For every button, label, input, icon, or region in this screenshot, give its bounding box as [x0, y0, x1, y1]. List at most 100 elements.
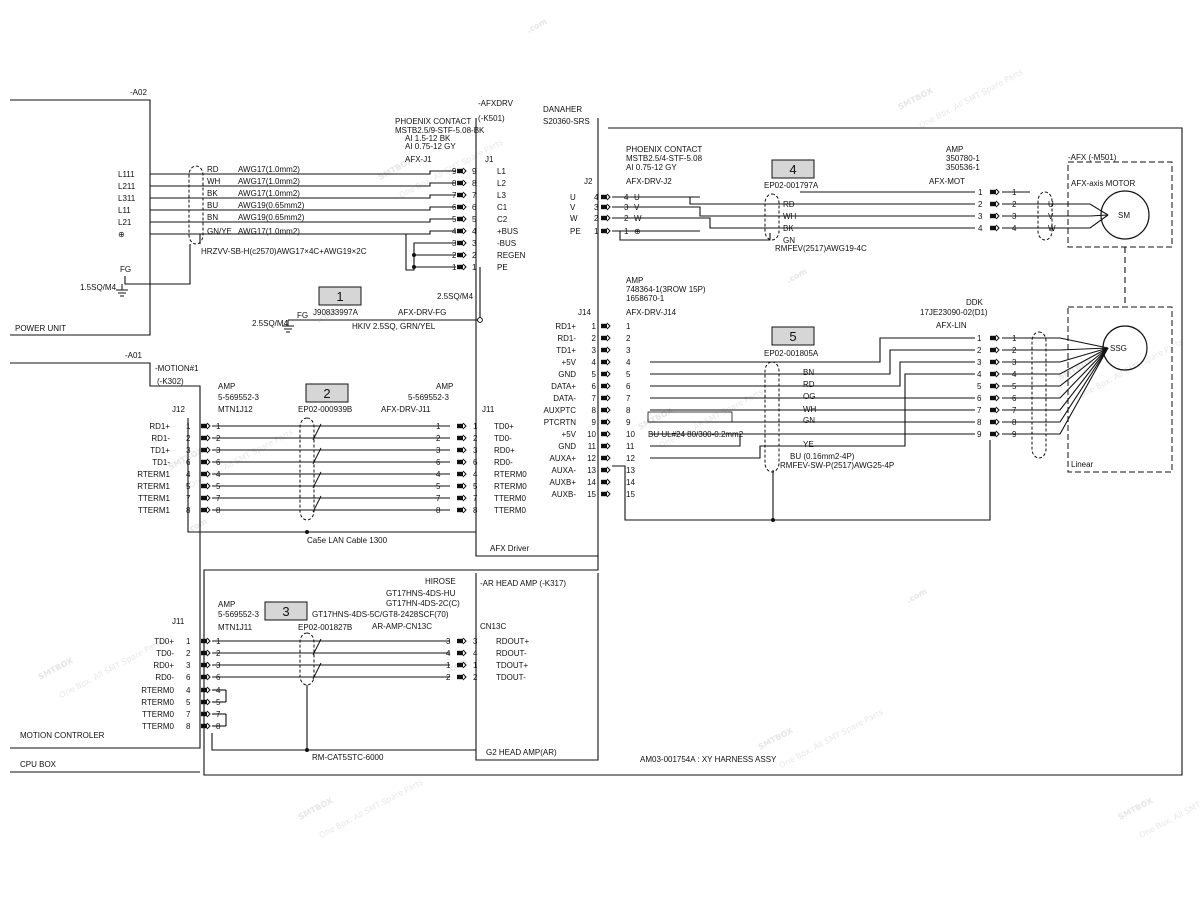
head-left-pin: 6: [186, 673, 191, 682]
lan-right-pin: 7: [436, 494, 441, 503]
head-right-signal: RDOUT-: [496, 649, 527, 658]
power-line-label: L111: [118, 170, 135, 179]
connector-pin: [601, 370, 611, 378]
encoder-signal: AUXA+: [550, 454, 577, 463]
watermark-text: SMTBOX: [897, 86, 935, 112]
connector-pin: [990, 406, 1000, 414]
connector-pin: [990, 200, 1000, 208]
power-connector-title: PHOENIX CONTACT: [395, 117, 471, 126]
motor-wire-color: WH: [783, 212, 797, 221]
lan-left-signal: RD1+: [149, 422, 170, 431]
encoder-signal: DATA-: [553, 394, 576, 403]
lan-right-pin: 5: [473, 482, 478, 491]
motor-drive-signal: PE: [570, 227, 581, 236]
head-left-pin: 5: [216, 698, 221, 707]
ddk-pin-number: 4: [1012, 370, 1017, 379]
hirose-part: GT17HN-4DS-2C(C): [386, 599, 460, 608]
encoder-pin-number: 9: [592, 418, 597, 427]
head-left-pin: 1: [186, 637, 191, 646]
afx-motor-title: AFX-axis MOTOR: [1071, 179, 1136, 188]
head-right-pin: 4: [473, 649, 478, 658]
ddk-pin-number: 9: [1012, 430, 1017, 439]
cable-5-name: RMFEV-SW-P(2517)AWG25-4P: [780, 461, 894, 470]
ssg-sensor-icon: [1102, 325, 1148, 371]
encoder-wire-color: OG: [803, 392, 815, 401]
k501-ref: (-K501): [478, 114, 505, 123]
connector-pin: [601, 346, 611, 354]
ddk-pin-number: 5: [977, 382, 982, 391]
connector-pin: [457, 263, 467, 271]
cable-2-name: Ca5e LAN Cable 1300: [307, 536, 388, 545]
connector-pin: [457, 167, 467, 175]
cable-5-number-box: [771, 326, 815, 346]
fg-wire: [124, 244, 191, 285]
connector-pin: [457, 179, 467, 187]
lan-left-pin: 6: [216, 458, 221, 467]
head-left-signal: RD0+: [153, 661, 174, 670]
power-pin-number: 9: [452, 167, 457, 176]
power-line-label: ⊕: [118, 230, 125, 239]
power-line-label: L11: [118, 206, 131, 215]
lan-left-signal: RTERM1: [137, 482, 170, 491]
connector-pin: [457, 637, 467, 645]
lan-right-signal: RD0+: [494, 446, 515, 455]
motor-amp-pin: 2: [1012, 200, 1017, 209]
encoder-pin-number: 12: [587, 454, 596, 463]
power-line-label: L311: [118, 194, 136, 203]
connector-pin: [457, 470, 467, 478]
connector-pin: [201, 722, 211, 730]
lan-left-pin: 3: [186, 446, 191, 455]
cable-1-name: AFX-DRV-FG: [398, 308, 446, 317]
motor-connector-name: AFX-DRV-J2: [626, 177, 672, 186]
linear-wire: [1002, 347, 1109, 375]
head-left-signal: TTERM0: [142, 710, 175, 719]
power-signal: L2: [497, 179, 506, 188]
connector-pin: [601, 214, 611, 222]
connector-pin: [457, 434, 467, 442]
danaher-ref: DANAHER: [543, 105, 582, 114]
lan-right-pin: 4: [473, 470, 478, 479]
lan-right-pin: 3: [436, 446, 441, 455]
lan-right-pin: 8: [473, 506, 478, 515]
power-pin-number: 7: [452, 191, 457, 200]
power-line-label: L211: [118, 182, 136, 191]
motor-phase-label: U: [1048, 200, 1054, 209]
head-amp-name: MTN1J11: [218, 623, 253, 632]
ddk-pin-number: 7: [1012, 406, 1017, 415]
head-right-signal: RDOUT+: [496, 637, 529, 646]
lan-amp-right-part: 5-569552-3: [408, 393, 449, 402]
motor-pin-number: 1: [594, 227, 599, 236]
watermark-subtext: One Box. All SMT Spare Parts: [778, 707, 885, 770]
encoder-pin-number: 14: [626, 478, 635, 487]
cn13c-label: CN13C: [480, 622, 506, 631]
power-wire-gauge: AWG17(1.0mm2): [238, 189, 300, 198]
encoder-amp-title: AMP: [626, 276, 643, 285]
head-left-pin: 8: [216, 722, 221, 731]
connector-pin: [601, 358, 611, 366]
junction-dot: [412, 253, 416, 257]
encoder-wire-color: BN: [803, 368, 814, 377]
encoder-wire: [650, 361, 975, 387]
power-wire: [420, 206, 456, 211]
lan-right-pin: 3: [473, 446, 478, 455]
linear-wire: [1002, 347, 1109, 399]
encoder-pin-number: 3: [626, 346, 631, 355]
connector-pin: [601, 193, 611, 201]
motor-phase-label: W: [1048, 224, 1056, 233]
connector-pin: [601, 466, 611, 474]
power-signal: L1: [497, 167, 506, 176]
power-shield: [188, 165, 204, 245]
motor-wire-color: BK: [783, 224, 794, 233]
head-right-pin: 1: [446, 661, 451, 670]
encoder-signal: +5V: [562, 358, 577, 367]
encoder-wire: [650, 373, 975, 459]
encoder-pin-number: 3: [592, 346, 597, 355]
head-amp-title: AMP: [218, 600, 235, 609]
cable-2-number-box-label: 2: [323, 386, 330, 401]
ddk-title: DDK: [966, 298, 984, 307]
cable-1-wire: HKIV 2.5SQ, GRN/YEL: [352, 322, 436, 331]
encoder-pin-number: 2: [592, 334, 597, 343]
connector-pin: [457, 203, 467, 211]
